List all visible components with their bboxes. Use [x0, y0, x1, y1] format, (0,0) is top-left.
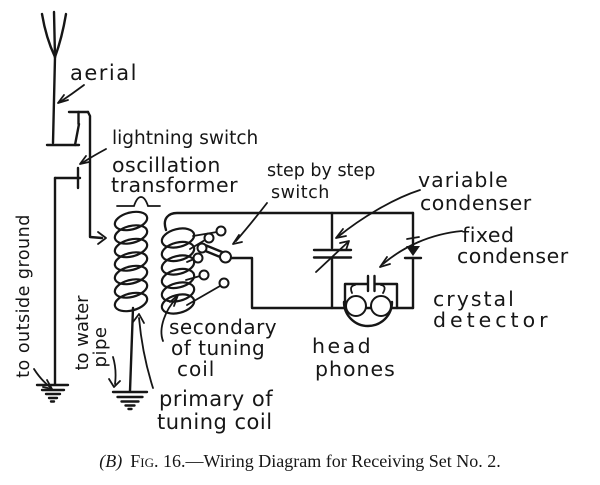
aerial-antenna-icon	[40, 10, 68, 145]
crystal-detector-symbol	[403, 236, 423, 260]
secondary-coil-label-line1: secondary	[169, 315, 277, 339]
water-pipe-label-line2: pipe	[90, 327, 111, 368]
step-switch-label-line1: step by step	[267, 161, 375, 181]
variable-condenser-label-line2: condenser	[420, 191, 532, 215]
step-switch-pointer-arrow	[232, 202, 268, 245]
primary-coil-label-line1: primary of	[159, 387, 273, 411]
lightning-switch-label: lightning switch	[112, 128, 258, 149]
oscillation-transformer-label-line1: oscillation	[112, 153, 221, 177]
fixed-condenser-symbol	[343, 274, 399, 310]
fixed-condenser-pointer-arrow	[379, 230, 463, 268]
crystal-detector-label-line2: detector	[433, 308, 552, 332]
variable-condenser-label-line1: variable	[418, 168, 509, 192]
primary-to-ground-wire	[128, 306, 135, 393]
headphones-label-line1: head	[312, 334, 373, 358]
secondary-coil-label-line3: coil	[177, 357, 215, 381]
ground-symbol-outside	[35, 383, 70, 403]
ground-symbol-water-pipe	[111, 390, 149, 411]
water-pipe-label-line1: to water	[72, 295, 93, 371]
primary-coil-label-line2: tuning coil	[157, 410, 273, 434]
outside-ground-pointer-arrow	[33, 368, 53, 390]
secondary-coil-label-line2: of tuning	[171, 336, 265, 360]
headphones-label-line2: phones	[315, 357, 396, 381]
secondary-coil-pointer-arrow	[160, 294, 179, 342]
outside-ground-label: to outside ground	[14, 214, 34, 378]
primary-coil-pointer-arrow	[132, 313, 154, 389]
water-pipe-pointer-arrow	[108, 356, 121, 388]
variable-condenser-symbol	[312, 211, 353, 310]
primary-coil-symbol	[113, 210, 149, 313]
crystal-detector-label-line1: crystal	[433, 287, 516, 311]
caption-figure-number: Fig. 16.	[130, 451, 185, 471]
fixed-condenser-label-line2: condenser	[457, 244, 569, 268]
step-switch-label-line2: switch	[271, 183, 330, 203]
headphones-symbol	[342, 284, 394, 328]
lightning-switch-pointer-arrow	[79, 148, 107, 165]
aerial-to-primary-wire	[86, 110, 107, 245]
lightning-switch-symbol	[45, 110, 90, 190]
figure-caption: (B) Fig. 16.—Wiring Diagram for Receiving…	[99, 451, 500, 472]
oscillation-transformer-label-line2: transformer	[111, 173, 238, 197]
transformer-bracket	[116, 196, 161, 207]
variable-condenser-pointer-arrow	[335, 189, 421, 239]
top-circuit-wire	[163, 211, 415, 232]
aerial-label: aerial	[70, 61, 138, 85]
fixed-condenser-label-line1: fixed	[462, 223, 515, 247]
aerial-pointer-arrow	[57, 84, 85, 104]
caption-part-label: (B)	[99, 451, 122, 472]
caption-text: —Wiring Diagram for Receiving Set No. 2.	[185, 451, 501, 471]
